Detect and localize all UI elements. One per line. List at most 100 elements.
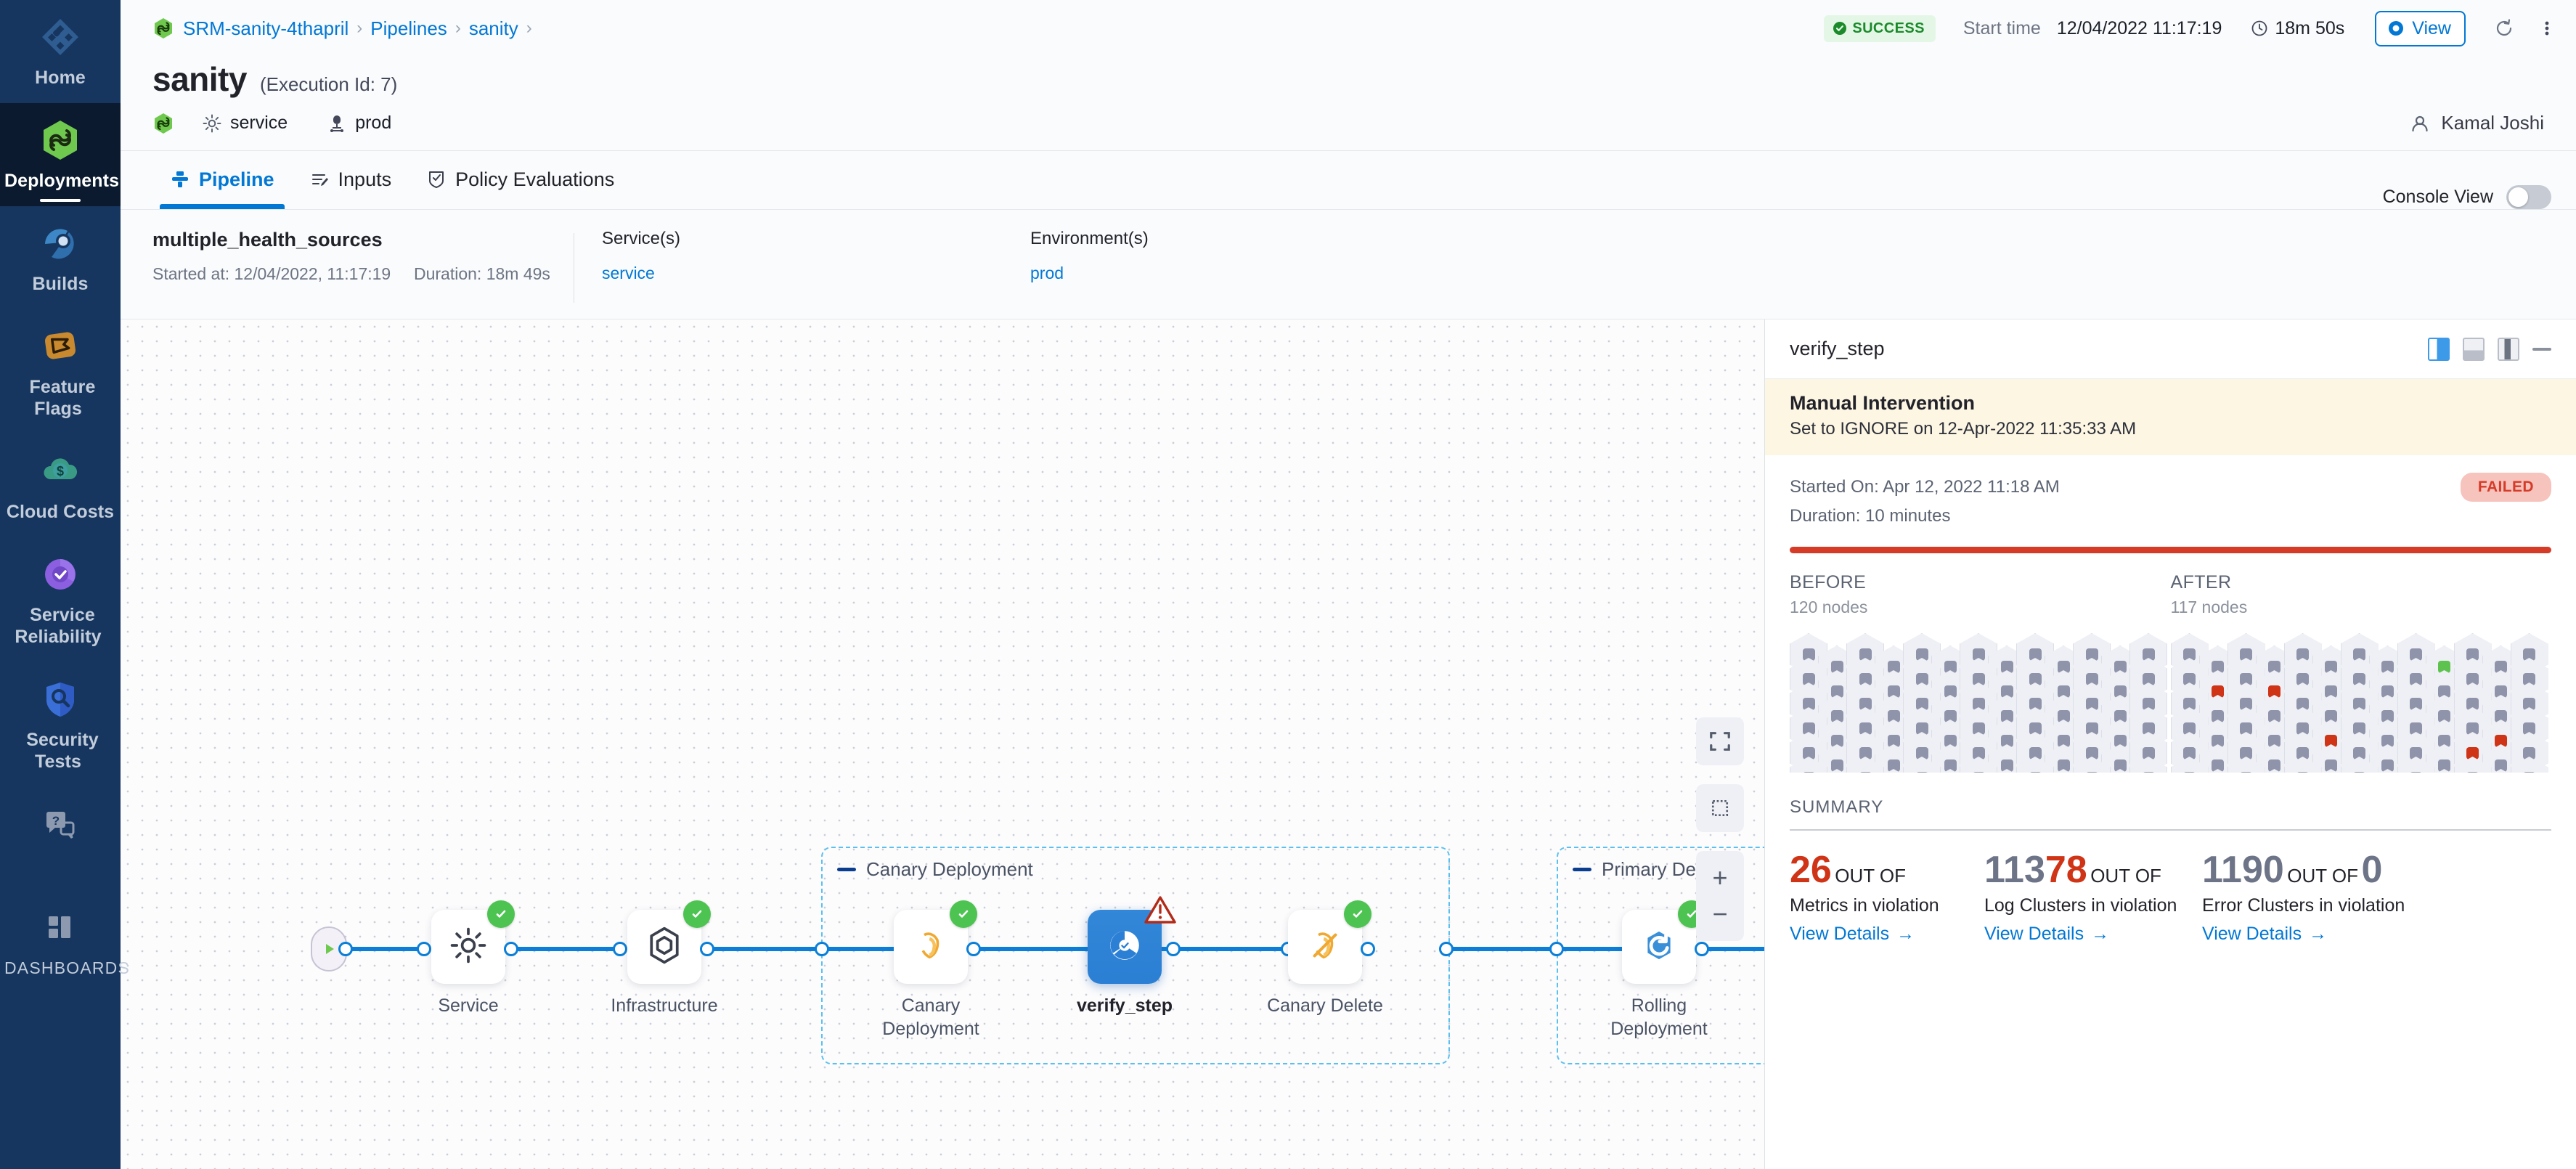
sidebar-item-feature-flags[interactable]: Feature Flags <box>0 309 121 434</box>
node-status-dot <box>2268 685 2281 698</box>
before-node-hexgrid[interactable] <box>1790 633 2171 773</box>
console-view-control[interactable]: Console View <box>2383 185 2551 209</box>
breadcrumb-item-0[interactable]: SRM-sanity-4thapril <box>183 17 349 39</box>
deployments-infinity-icon <box>39 119 81 161</box>
service-chip[interactable]: service <box>202 113 288 134</box>
breadcrumb-item-1[interactable]: Pipelines <box>370 17 447 39</box>
environment-chip[interactable]: prod <box>327 113 391 134</box>
node-status-dot <box>1859 672 1872 685</box>
zoom-out-icon[interactable]: − <box>1712 899 1728 929</box>
connector-dot <box>1439 942 1454 956</box>
node-status-dot <box>2057 709 2070 722</box>
user-chip[interactable]: Kamal Joshi <box>2409 112 2544 134</box>
edge <box>338 947 425 951</box>
node-status-dot <box>2240 722 2252 735</box>
tab-policy-evaluations[interactable]: Policy Evaluations <box>409 150 632 209</box>
canary-bird-icon <box>911 926 950 969</box>
view-details-link[interactable]: View Details → <box>1984 924 2109 945</box>
node-status-dot <box>1830 759 1843 772</box>
pipeline-node-infrastructure[interactable]: Infrastructure <box>611 900 718 1016</box>
minimize-icon[interactable] <box>2532 347 2551 351</box>
node-status-dot <box>1887 734 1900 747</box>
collapse-dash-icon[interactable] <box>837 868 856 871</box>
node-status-dot <box>2240 697 2252 710</box>
tab-inputs[interactable]: Inputs <box>292 150 409 209</box>
step-details-panel: verify_step Manual Intervention Set to I… <box>1764 319 2576 1169</box>
node-status-dot <box>2466 722 2479 735</box>
node-status-dot <box>2466 672 2479 685</box>
panel-bottom-icon[interactable] <box>2463 337 2485 361</box>
sidebar-item-cloud-costs[interactable]: $ Cloud Costs <box>0 434 121 537</box>
pipeline-node-canary-deployment[interactable]: Canary Deployment <box>882 900 979 1039</box>
console-view-toggle[interactable] <box>2506 185 2551 209</box>
panel-float-icon[interactable] <box>2498 337 2519 361</box>
service-reliability-icon <box>39 553 81 595</box>
fit-to-screen-button[interactable] <box>1696 717 1744 765</box>
stage-duration: Duration: 18m 49s <box>414 264 550 283</box>
node-status-dot <box>2296 722 2309 735</box>
sidebar-item-home[interactable]: Home <box>0 0 121 103</box>
sidebar-item-deployments[interactable]: Deployments <box>0 103 121 206</box>
pipeline-node-verify-step[interactable]: verify_step <box>1077 896 1176 1016</box>
node-status-dot <box>2000 709 2013 722</box>
sidebar-item-builds[interactable]: Builds <box>0 206 121 309</box>
stage-name: multiple_health_sources <box>152 229 383 250</box>
zoom-in-icon[interactable]: + <box>1712 863 1728 892</box>
breadcrumb-item-2[interactable]: sanity <box>468 17 518 39</box>
node-card[interactable] <box>431 910 505 984</box>
node-status-dot <box>1802 697 1815 710</box>
collapse-dash-icon[interactable] <box>1573 868 1591 871</box>
before-title: BEFORE <box>1790 572 1867 592</box>
sidebar-item-service-reliability[interactable]: Service Reliability <box>0 537 121 662</box>
svg-text:$: $ <box>57 464 64 478</box>
node-status-dot <box>2268 734 2281 747</box>
clock-icon <box>2251 20 2268 37</box>
group-label-text: Canary Deployment <box>866 858 1033 880</box>
before-node-count: 120 nodes <box>1790 598 1868 616</box>
status-success-badge <box>950 900 977 928</box>
tab-label: Pipeline <box>199 168 274 190</box>
services-value[interactable]: service <box>602 264 655 282</box>
sidebar-item-label <box>56 855 65 874</box>
arrow-right-icon: → <box>1896 924 1915 944</box>
execution-summary-strip: multiple_health_sources Started at: 12/0… <box>121 210 2576 319</box>
tab-pipeline[interactable]: Pipeline <box>152 150 292 209</box>
dashboards-grid-icon <box>39 906 81 948</box>
panel-right-icon[interactable] <box>2428 337 2450 361</box>
connector-dot <box>417 942 431 956</box>
node-status-dot <box>2381 759 2394 772</box>
node-status-dot <box>1859 771 1872 773</box>
environments-value[interactable]: prod <box>1030 264 1064 282</box>
select-region-button[interactable] <box>1696 784 1744 832</box>
node-status-dot <box>2438 759 2450 772</box>
refresh-icon[interactable] <box>2493 17 2515 39</box>
sidebar-item-security-tests[interactable]: Security Tests <box>0 662 121 787</box>
node-status-dot <box>1830 660 1843 673</box>
pipeline-node-canary-delete[interactable]: Canary Delete <box>1267 900 1383 1016</box>
node-status-dot <box>1915 672 1928 685</box>
node-status-dot <box>2325 660 2337 673</box>
sidebar-item-help[interactable]: ? <box>0 787 121 890</box>
inputs-icon <box>309 169 330 190</box>
after-node-hexgrid[interactable] <box>2170 633 2552 773</box>
node-status-dot <box>2085 771 2098 773</box>
view-details-link[interactable]: View Details → <box>1790 924 1915 945</box>
warning-triangle-icon <box>1144 896 1176 924</box>
feature-flags-icon <box>39 325 81 367</box>
top-bar: SRM-sanity-4thapril › Pipelines › sanity… <box>121 0 2576 57</box>
pipeline-canvas[interactable]: Canary Deployment Primary Deploy... <box>121 319 1764 1169</box>
canvas-controls: + − <box>1696 717 1744 941</box>
node-status-dot <box>1944 709 1957 722</box>
pipeline-node-service[interactable]: Service <box>431 900 515 1016</box>
sidebar-item-dashboards[interactable]: DASHBOARDS <box>0 890 129 993</box>
connector-dot <box>815 942 829 956</box>
status-success-badge <box>683 900 711 928</box>
node-status-dot <box>2183 672 2196 685</box>
lower-region: Canary Deployment Primary Deploy... <box>121 319 2576 1169</box>
more-vertical-icon[interactable] <box>2543 17 2551 39</box>
view-button[interactable]: View <box>2375 10 2466 46</box>
zoom-buttons[interactable]: + − <box>1696 851 1744 941</box>
pipeline-node-rolling-deployment[interactable]: Rolling Deployment <box>1610 900 1708 1039</box>
verify-icon <box>1105 926 1144 969</box>
view-details-link[interactable]: View Details → <box>2202 924 2327 945</box>
